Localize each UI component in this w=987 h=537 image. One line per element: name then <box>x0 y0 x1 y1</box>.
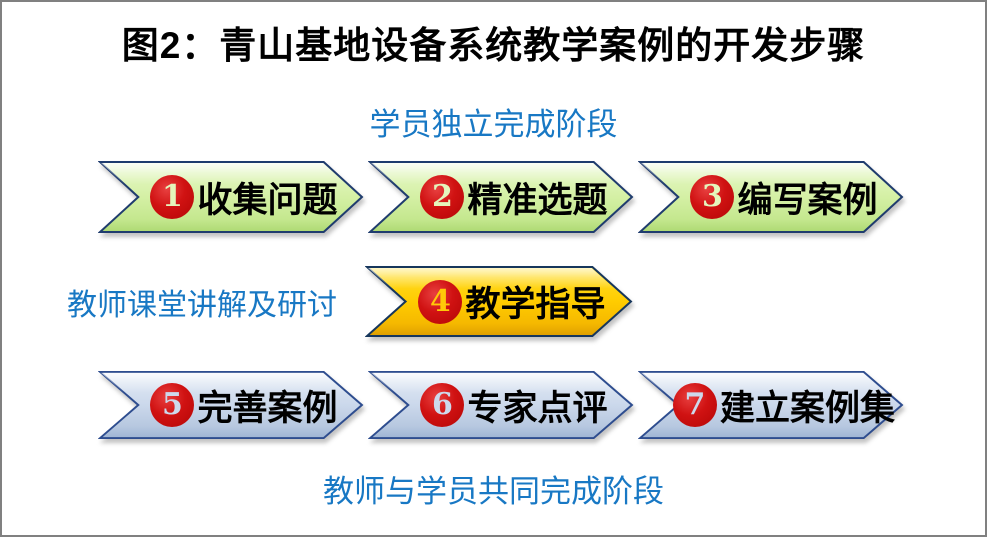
stage-label-students-independent: 学员独立完成阶段 <box>369 107 618 142</box>
step-label: 教学指导 <box>465 285 606 324</box>
flow-step-7: 7 建立案例集 <box>638 370 904 440</box>
step-label: 完善案例 <box>197 388 338 428</box>
step-number-badge: 7 <box>672 383 717 427</box>
step-number-badge: 5 <box>150 383 195 427</box>
flow-step-3: 3 编写案例 <box>638 160 904 234</box>
step-label: 编写案例 <box>737 180 878 220</box>
flow-step-5: 5 完善案例 <box>98 370 364 440</box>
flow-step-4: 4 教学指导 <box>365 265 633 338</box>
step-number-badge: 3 <box>690 175 735 219</box>
step-label: 建立案例集 <box>719 388 895 428</box>
page-title: 图2：青山基地设备系统教学案例的开发步骤 <box>121 25 866 66</box>
flow-step-2: 2 精准选题 <box>368 160 634 234</box>
stage-label-teacher-lecture: 教师课堂讲解及研讨 <box>67 288 337 322</box>
step-label: 收集问题 <box>197 180 338 220</box>
flow-step-1: 1 收集问题 <box>98 160 364 234</box>
flow-step-6: 6 专家点评 <box>368 370 634 440</box>
step-label: 精准选题 <box>467 180 608 220</box>
step-number-badge: 4 <box>418 279 463 324</box>
step-number-badge: 6 <box>420 383 465 427</box>
step-label: 专家点评 <box>467 388 608 428</box>
step-number-badge: 1 <box>150 175 195 219</box>
stage-label-joint-completion: 教师与学员共同完成阶段 <box>323 474 664 509</box>
step-number-badge: 2 <box>420 175 465 219</box>
